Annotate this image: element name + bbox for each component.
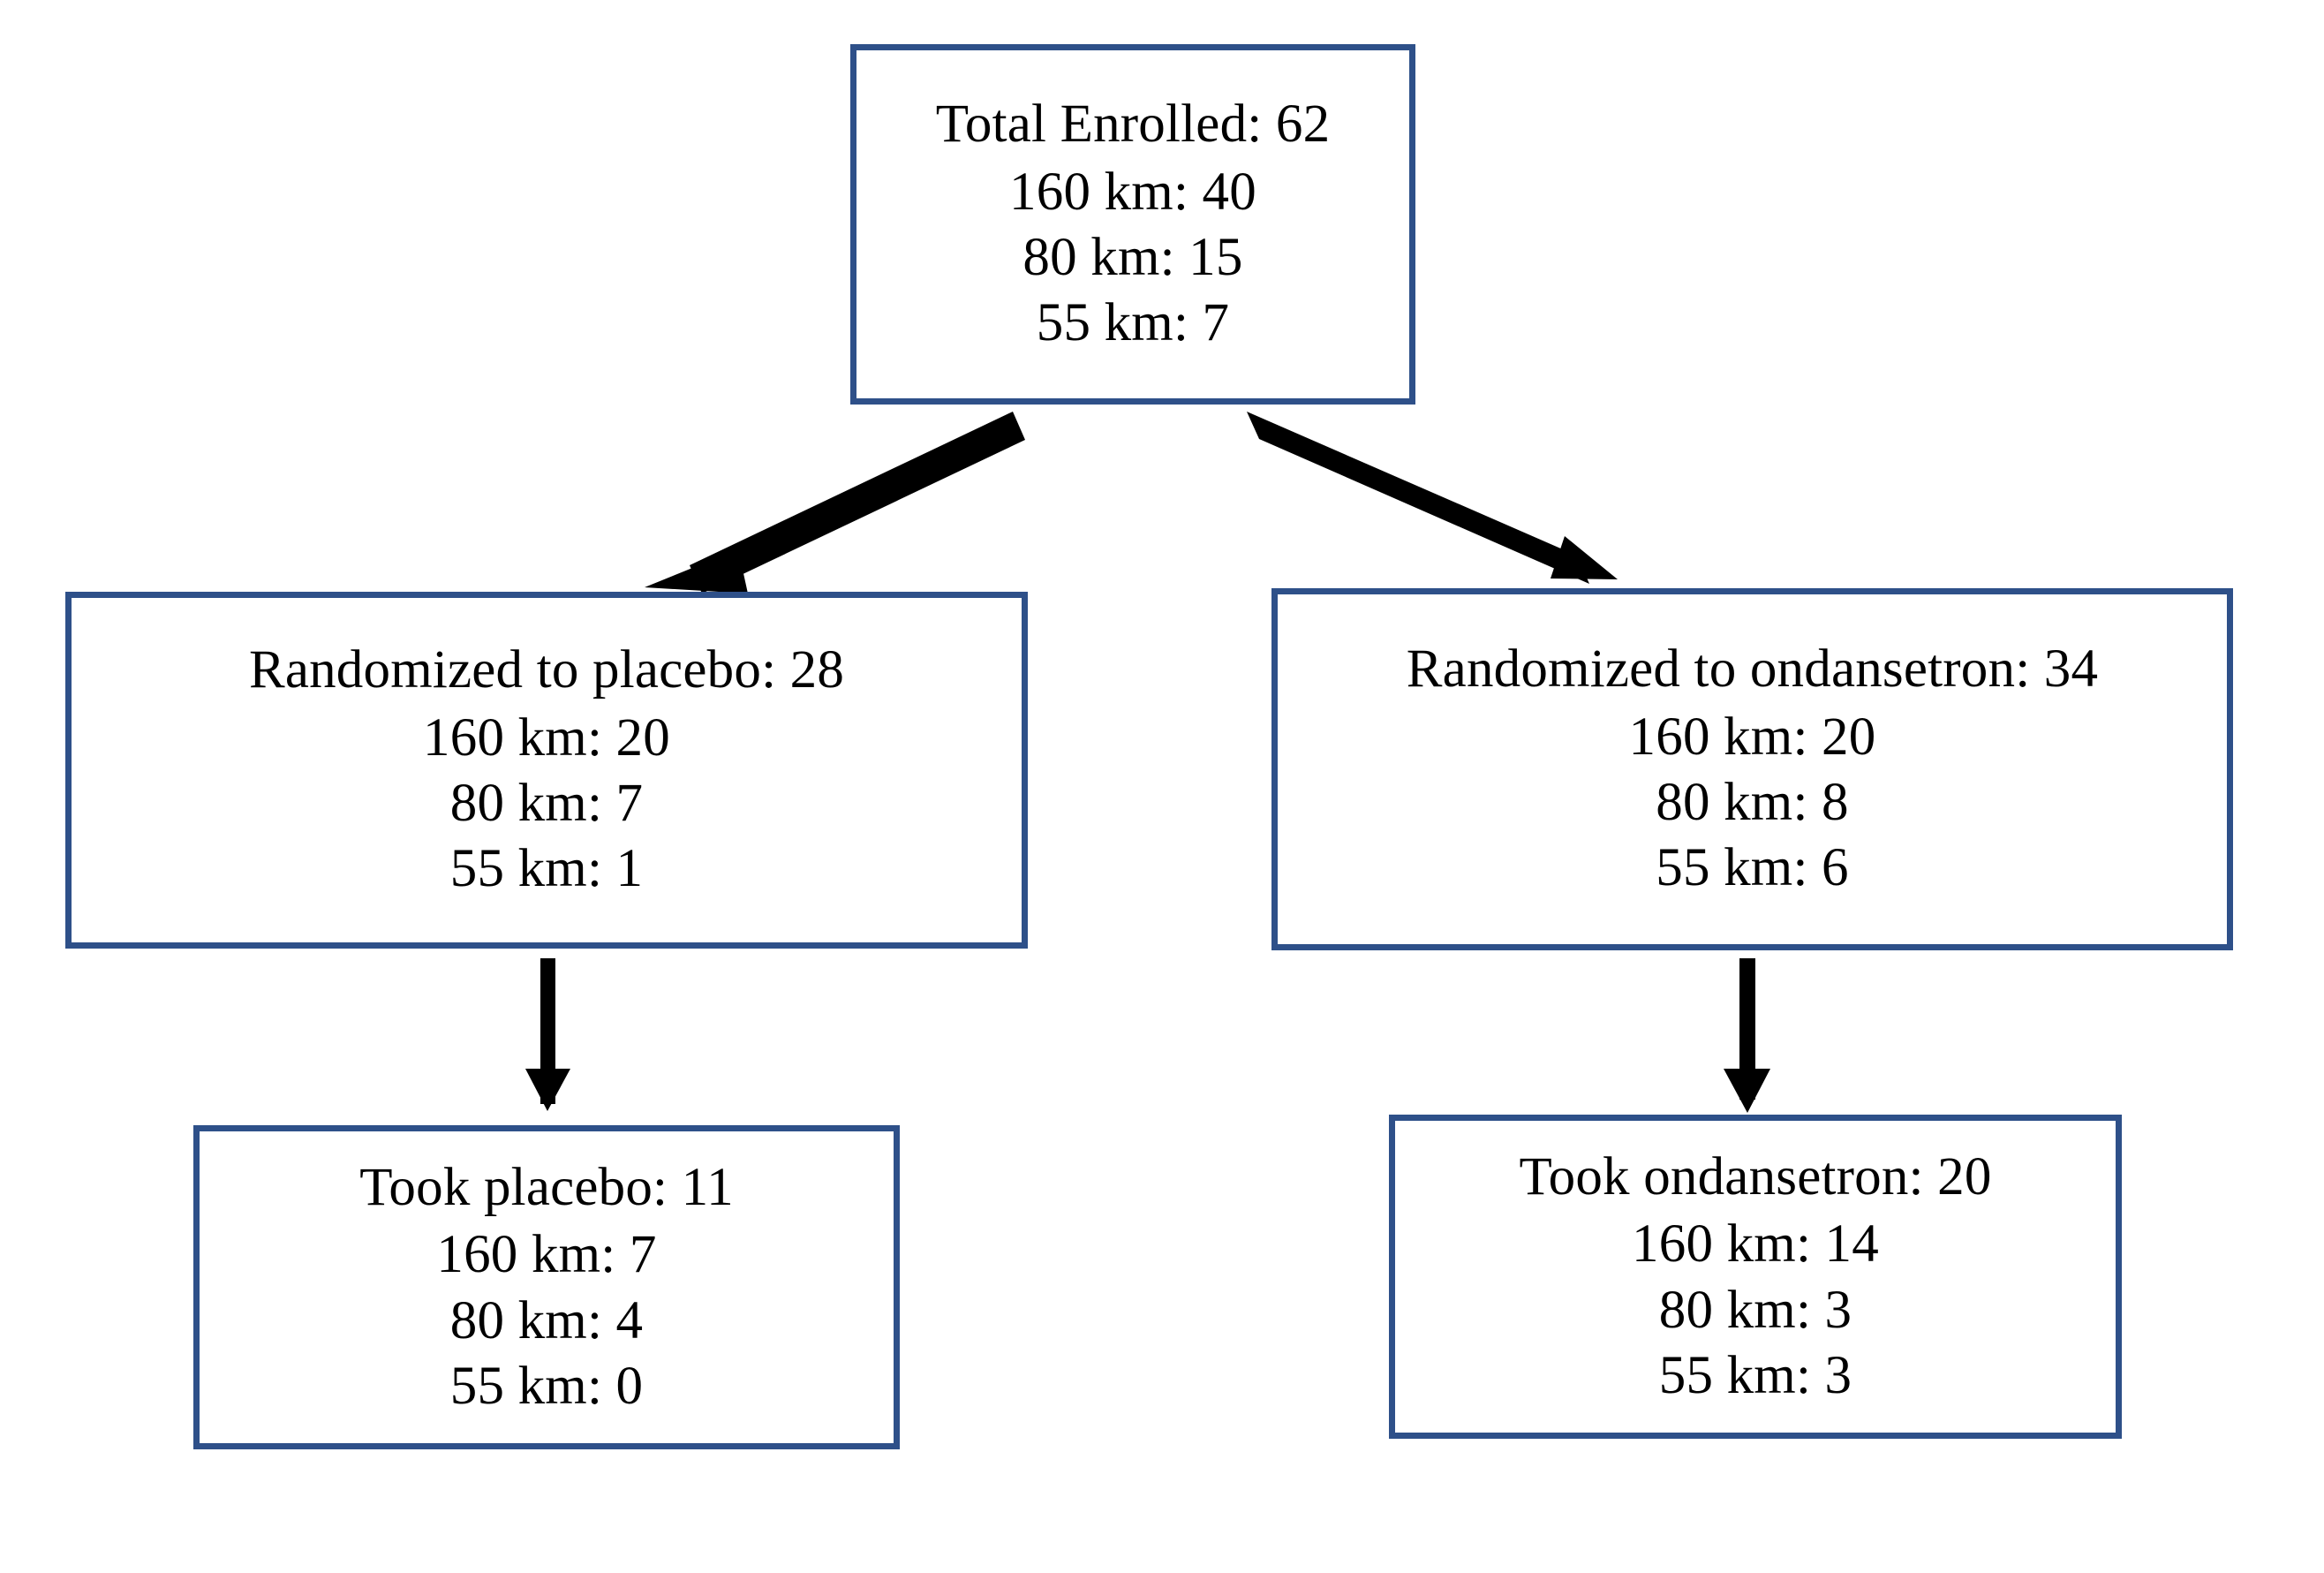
node-took-ondansetron-line-55km: 55 km: 3 bbox=[1658, 1345, 1852, 1405]
arrow-root-to-placebo bbox=[645, 412, 1025, 594]
node-randomized-placebo-title: Randomized to placebo: 28 bbox=[248, 640, 845, 700]
arrow-ondansetron-to-took-ondansetron bbox=[1724, 958, 1770, 1113]
node-randomized-placebo: Randomized to placebo: 28 160 km: 20 80 … bbox=[65, 592, 1028, 949]
node-took-ondansetron-line-80km: 80 km: 3 bbox=[1658, 1280, 1852, 1340]
node-took-placebo: Took placebo: 11 160 km: 7 80 km: 4 55 k… bbox=[193, 1125, 900, 1449]
node-took-placebo-line-55km: 55 km: 0 bbox=[449, 1356, 644, 1416]
node-took-ondansetron-line-160km: 160 km: 14 bbox=[1632, 1214, 1879, 1274]
node-randomized-placebo-line-160km: 160 km: 20 bbox=[423, 707, 670, 768]
node-total-enrolled-title: Total Enrolled: 62 bbox=[935, 95, 1331, 155]
node-randomized-ondansetron: Randomized to ondansetron: 34 160 km: 20… bbox=[1271, 588, 2233, 950]
node-took-ondansetron: Took ondansetron: 20 160 km: 14 80 km: 3… bbox=[1389, 1115, 2122, 1439]
arrow-root-to-ondansetron bbox=[1247, 412, 1618, 584]
node-took-placebo-line-160km: 160 km: 7 bbox=[436, 1225, 657, 1285]
node-randomized-placebo-line-55km: 55 km: 1 bbox=[449, 839, 644, 899]
node-total-enrolled-line-80km: 80 km: 15 bbox=[1022, 228, 1243, 287]
arrow-placebo-to-took-placebo bbox=[525, 958, 570, 1111]
node-took-placebo-title: Took placebo: 11 bbox=[359, 1157, 734, 1217]
node-total-enrolled-line-160km: 160 km: 40 bbox=[1009, 162, 1256, 222]
node-randomized-ondansetron-line-160km: 160 km: 20 bbox=[1628, 707, 1876, 767]
node-randomized-placebo-line-80km: 80 km: 7 bbox=[449, 774, 644, 833]
node-total-enrolled-line-55km: 55 km: 7 bbox=[1036, 293, 1230, 353]
node-randomized-ondansetron-title: Randomized to ondansetron: 34 bbox=[1406, 639, 2099, 700]
node-randomized-ondansetron-line-55km: 55 km: 6 bbox=[1656, 838, 1849, 898]
node-randomized-ondansetron-line-80km: 80 km: 8 bbox=[1656, 773, 1849, 832]
node-took-placebo-line-80km: 80 km: 4 bbox=[449, 1290, 644, 1350]
node-took-ondansetron-title: Took ondansetron: 20 bbox=[1519, 1146, 1992, 1206]
node-total-enrolled: Total Enrolled: 62 160 km: 40 80 km: 15 … bbox=[850, 44, 1415, 405]
